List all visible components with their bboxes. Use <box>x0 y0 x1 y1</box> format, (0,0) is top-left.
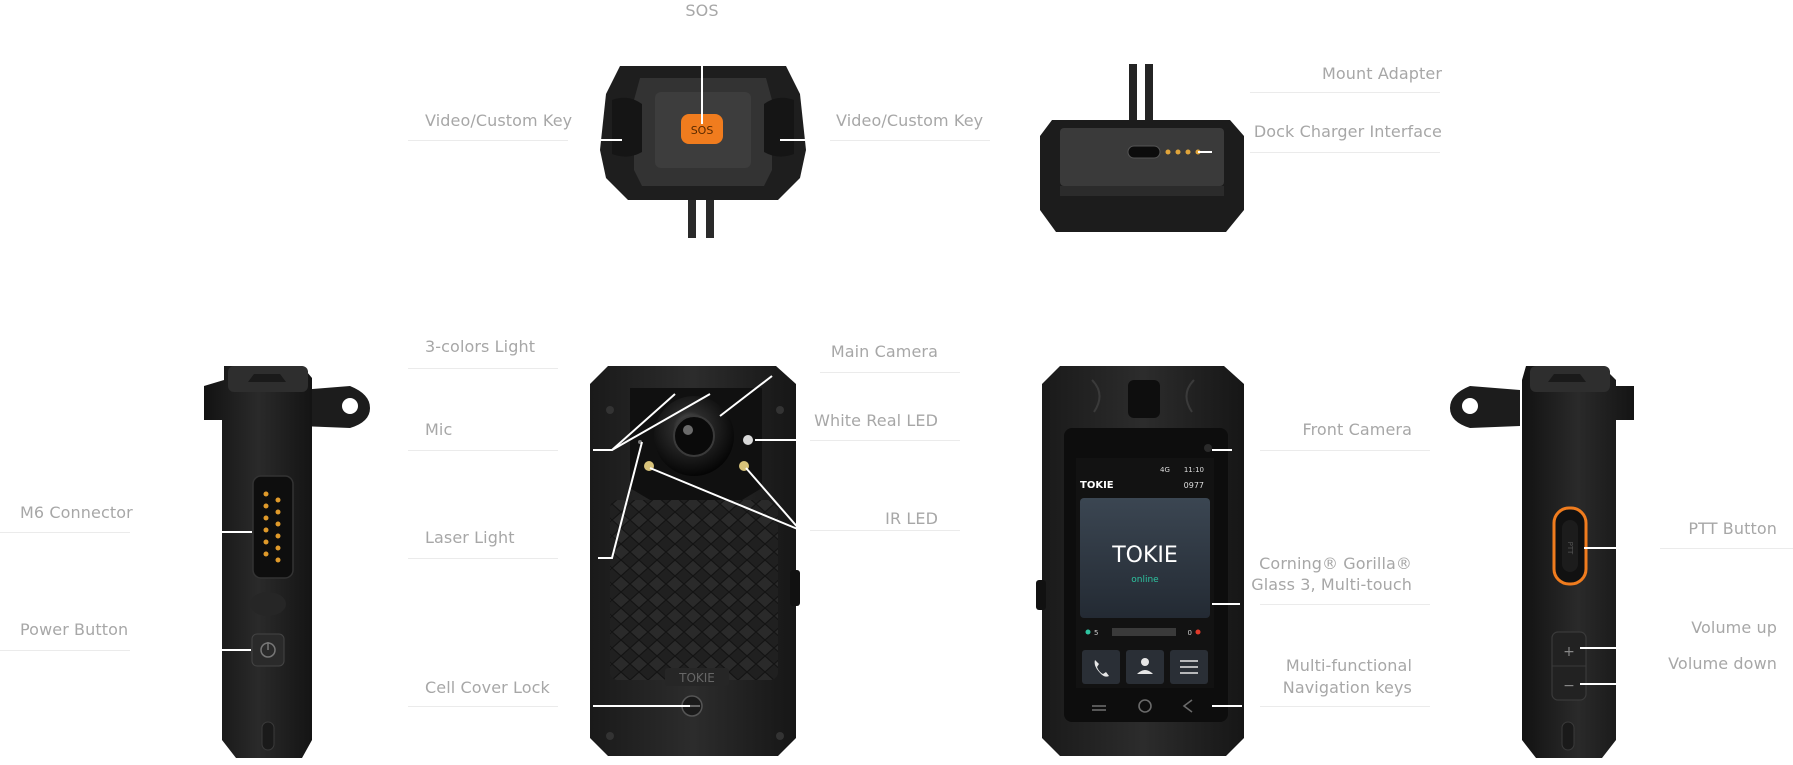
screen-status-time: 11:10 <box>1184 466 1204 474</box>
left-side-view <box>204 366 370 758</box>
screen-channel-number: 0977 <box>1184 481 1204 490</box>
label-white-real-led: White Real LED <box>814 411 938 430</box>
screen-right-count: 0 <box>1188 629 1192 637</box>
label-dock-charger-interface: Dock Charger Interface <box>1253 122 1442 141</box>
phone-icon <box>1094 660 1109 677</box>
sos-key-text: SOS <box>691 124 714 137</box>
label-front-camera: Front Camera <box>1302 420 1412 439</box>
label-video-custom-key-right: Video/Custom Key <box>836 111 984 130</box>
top-view-charger <box>1040 64 1244 232</box>
ptt-text: PTT <box>1566 542 1574 555</box>
label-m6-connector: M6 Connector <box>20 503 133 522</box>
back-key-icon <box>1182 699 1193 713</box>
label-volume-down: Volume down <box>1668 654 1777 673</box>
screen-left-count: 5 <box>1094 629 1098 637</box>
plus-icon: + <box>1563 644 1575 660</box>
label-corning-line2: Glass 3, Multi-touch <box>1251 575 1412 594</box>
label-sos: SOS <box>685 1 719 20</box>
label-mount-adapter: Mount Adapter <box>1321 64 1442 83</box>
label-ir-led: IR LED <box>885 509 938 528</box>
label-video-custom-key-left: Video/Custom Key <box>425 111 573 130</box>
label-volume-up: Volume up <box>1691 618 1777 637</box>
label-3-colors-light: 3-colors Light <box>425 337 536 356</box>
screen-brand: TOKIE <box>1080 480 1114 491</box>
label-nav-keys-line2: Navigation keys <box>1282 678 1412 697</box>
screen-app-status: online <box>1131 575 1159 585</box>
right-side-view: PTT + − <box>1450 366 1634 758</box>
minus-icon: − <box>1563 678 1575 694</box>
top-view-sos: SOS <box>600 66 806 238</box>
contact-icon <box>1141 658 1149 666</box>
back-logo: TOKIE <box>678 671 715 685</box>
label-nav-keys-line1: Multi-functional <box>1285 656 1412 675</box>
front-view: 4G 11:10 TOKIE 0977 TOKIE online 5 0 <box>1036 366 1244 756</box>
back-view: TOKIE <box>590 366 800 756</box>
home-key-icon <box>1138 699 1152 713</box>
callout-lines <box>220 24 1630 707</box>
settings-icon <box>1180 660 1198 674</box>
label-ptt-button: PTT Button <box>1688 519 1777 538</box>
label-corning-line1: Corning® Gorilla® <box>1259 554 1412 573</box>
label-laser-light: Laser Light <box>425 528 515 547</box>
label-main-camera: Main Camera <box>830 342 938 361</box>
label-mic: Mic <box>425 420 453 439</box>
screen-status-signal: 4G <box>1160 466 1170 474</box>
label-cell-cover-lock: Cell Cover Lock <box>425 678 550 697</box>
screen-app-title: TOKIE <box>1111 543 1178 568</box>
label-power-button: Power Button <box>20 620 129 639</box>
